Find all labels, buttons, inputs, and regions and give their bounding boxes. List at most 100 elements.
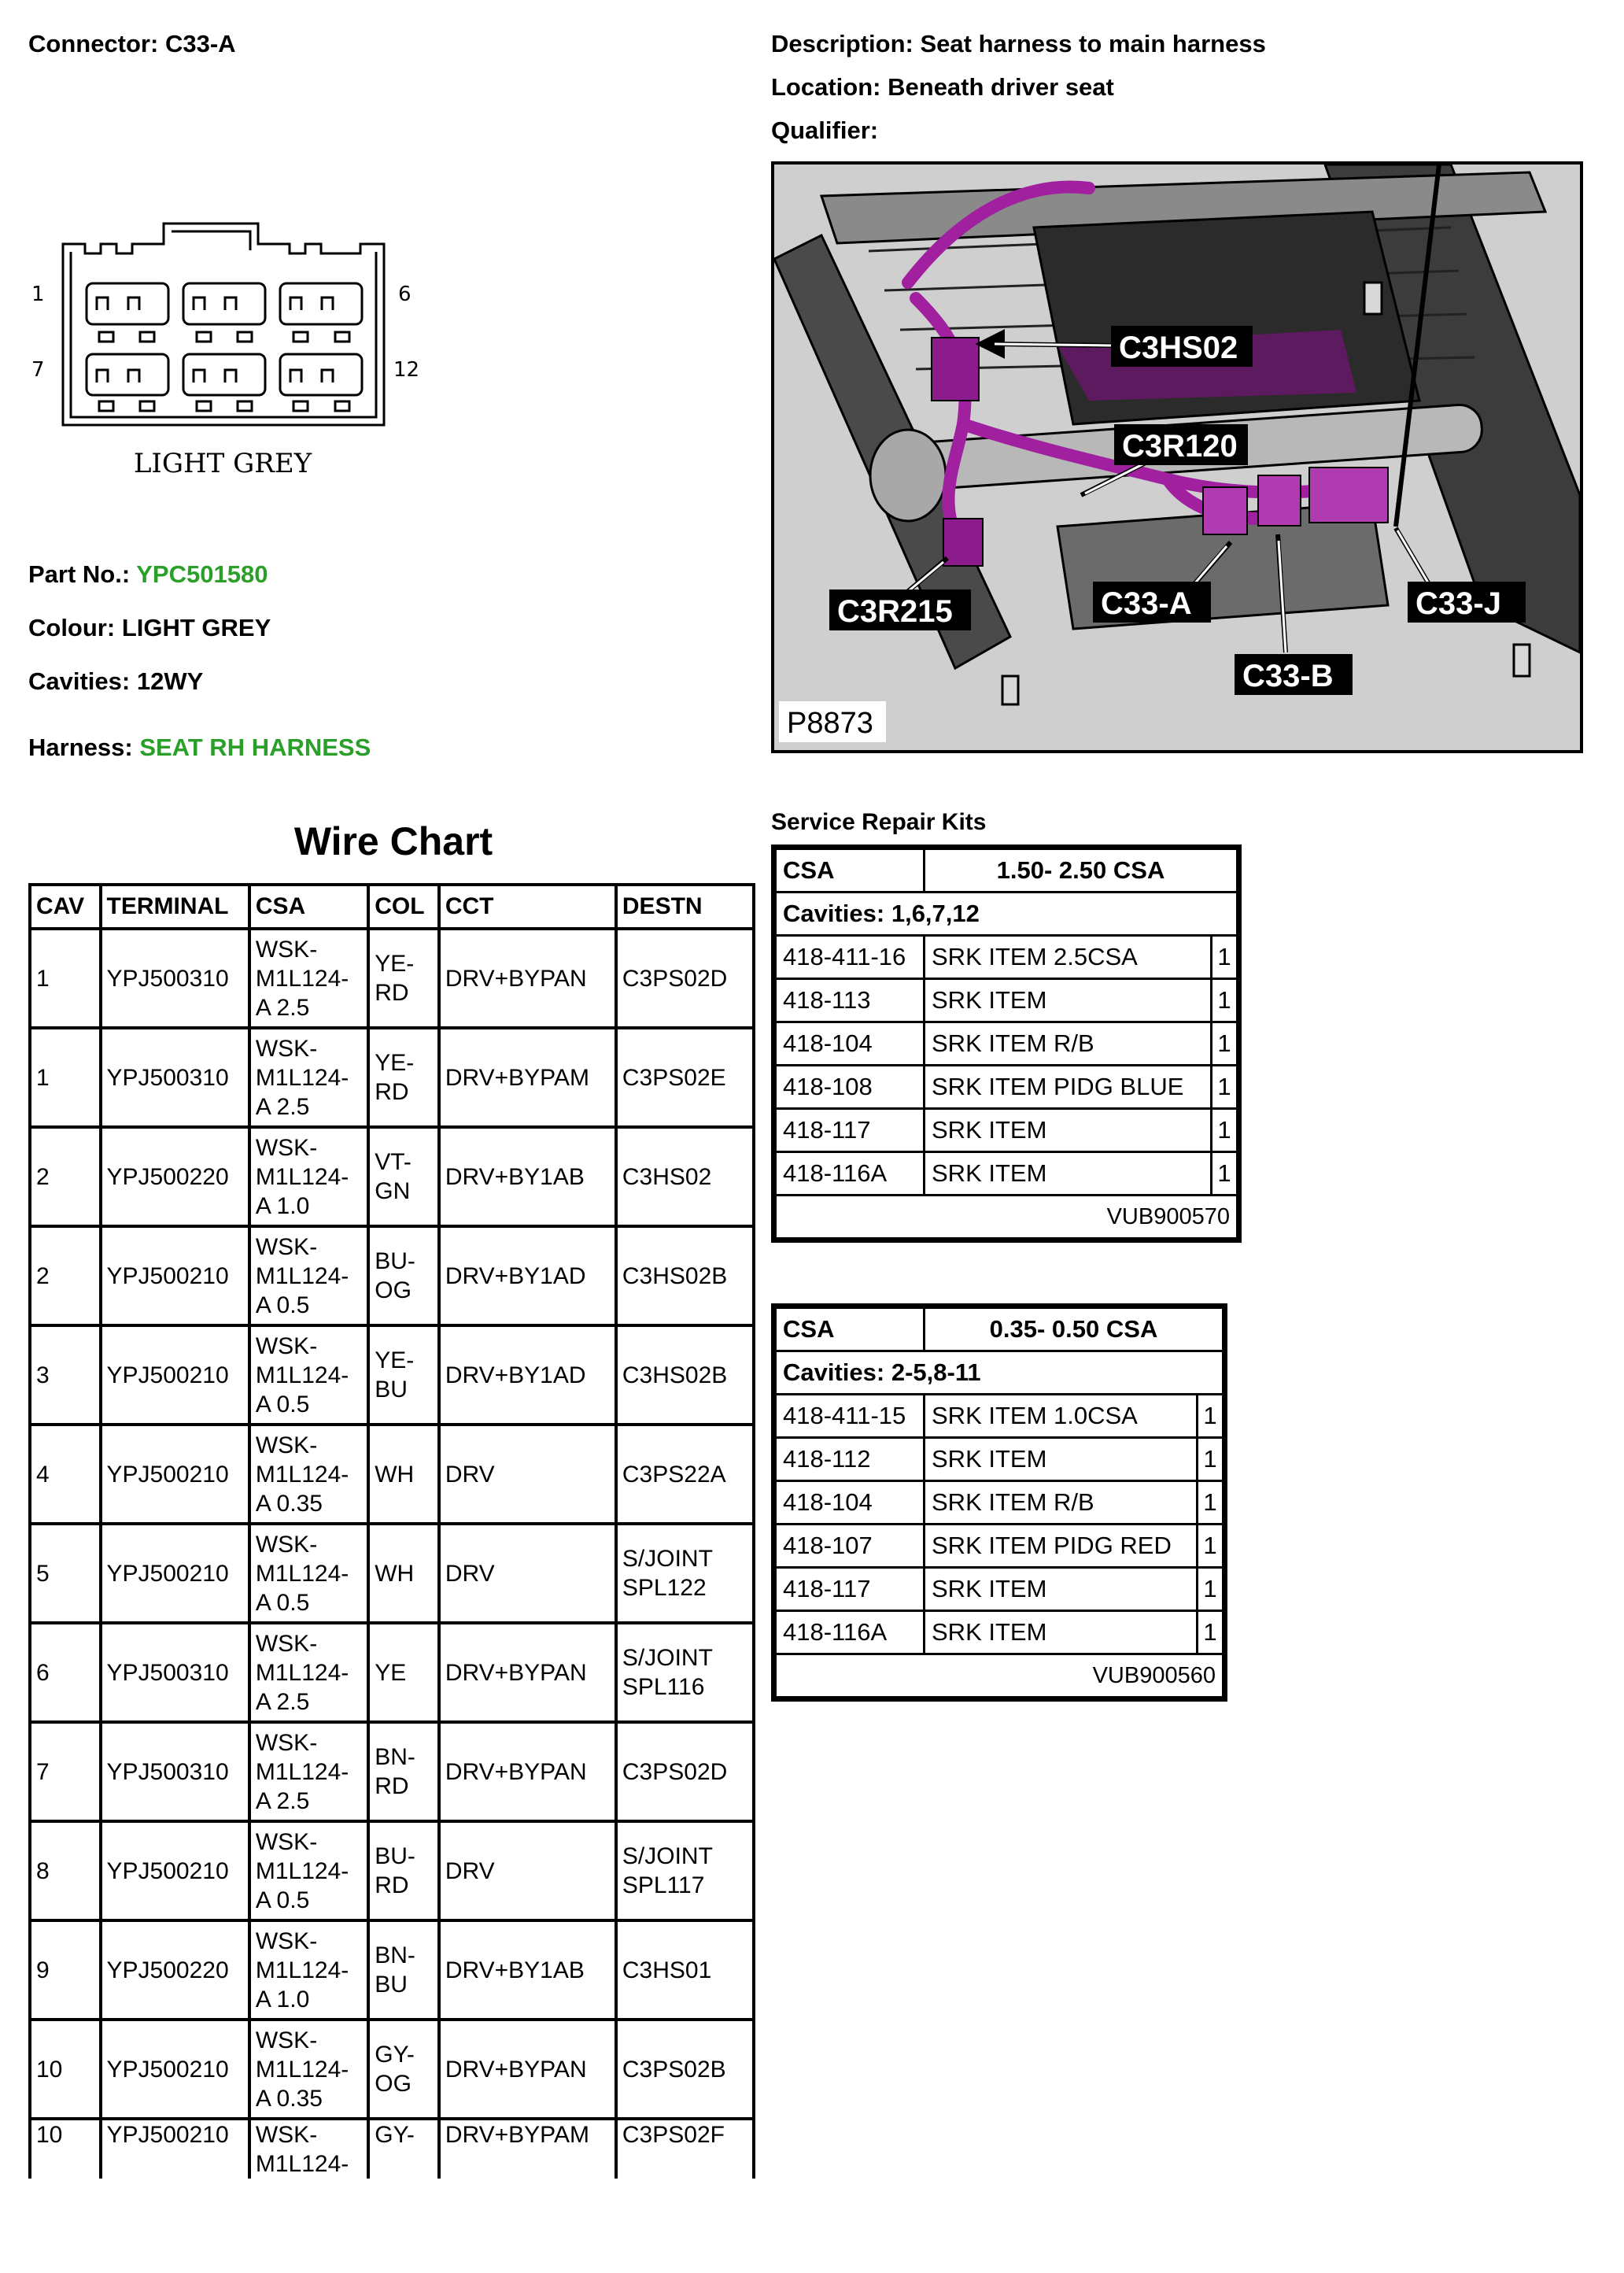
kit-cavities: Cavities: 2-5,8-11: [774, 1350, 1224, 1395]
cell-col: BN-RD: [367, 1720, 441, 1823]
cell-cav: 10: [28, 2018, 102, 2120]
cell-csa: WSK-M1L124-A 2.5: [247, 1026, 371, 1129]
cell-cav: 1: [28, 927, 102, 1029]
cell-terminal: YPJ500310: [98, 927, 251, 1029]
kit-item-code: 418-104: [774, 1021, 925, 1066]
cell-terminal: YPJ500210: [98, 2117, 251, 2179]
header-cct: CCT: [437, 883, 618, 930]
kit-item-qty: 1: [1196, 1610, 1224, 1655]
cell-cav: 1: [28, 1026, 102, 1129]
photo-reference: P8873: [787, 707, 873, 740]
part-number-row: Part No.: YPC501580: [28, 560, 268, 589]
kit-item-qty: 1: [1196, 1393, 1224, 1439]
part-number-link[interactable]: YPC501580: [136, 560, 268, 588]
cavities-row: Cavities: 12WY: [28, 667, 203, 696]
kit-csa-label: CSA: [774, 1307, 925, 1352]
cell-destn: C3PS02D: [614, 1720, 756, 1823]
cell-terminal: YPJ500210: [98, 1324, 251, 1426]
callout-c3hs02: C3HS02: [1119, 331, 1238, 365]
location-photo-illustration: C3HS02 C3R120 C3R215 C33-A C33-J C33-B P…: [774, 164, 1580, 750]
kit-item-code: 418-117: [774, 1107, 925, 1153]
cell-terminal: YPJ500310: [98, 1720, 251, 1823]
kit-item-code: 418-411-16: [774, 934, 925, 980]
part-number-label: Part No.:: [28, 560, 131, 588]
cell-cav: 3: [28, 1324, 102, 1426]
callout-c33-b: C33-B: [1242, 659, 1334, 693]
cell-csa: WSK-M1L124-A 0.35: [247, 1423, 371, 1525]
header-cav: CAV: [28, 883, 102, 930]
kit-item-code: 418-411-15: [774, 1393, 925, 1439]
cell-cav: 8: [28, 1820, 102, 1922]
location-row: Location: Beneath driver seat: [771, 73, 1114, 102]
cell-cct: DRV: [437, 1820, 618, 1922]
cell-cav: 6: [28, 1621, 102, 1724]
harness-row: Harness: SEAT RH HARNESS: [28, 734, 371, 762]
wire-chart-title: Wire Chart: [293, 819, 493, 863]
cell-destn: C3PS22A: [614, 1423, 756, 1525]
kit-csa-value: 0.35- 0.50 CSA: [923, 1307, 1224, 1352]
cell-csa: WSK-M1L124-A 0.5: [247, 1324, 371, 1426]
kit-code-row: VUB900570: [774, 1194, 1238, 1240]
kit-item-desc: SRK ITEM: [923, 1566, 1198, 1612]
pin-label-12: 12: [393, 358, 419, 382]
kit-item-qty: 1: [1210, 934, 1238, 980]
kit-item-qty: 1: [1210, 1064, 1238, 1110]
colour-label: Colour:: [28, 614, 116, 641]
cell-cav: 2: [28, 1125, 102, 1228]
cell-csa: WSK-M1L124-: [247, 2117, 371, 2179]
location-photo: C3HS02 C3R120 C3R215 C33-A C33-J C33-B P…: [771, 161, 1583, 753]
description-value: Seat harness to main harness: [920, 30, 1266, 57]
cell-col: BN-BU: [367, 1919, 441, 2021]
kit-csa-value: 1.50- 2.50 CSA: [923, 848, 1238, 893]
kit-item-qty: 1: [1196, 1436, 1224, 1482]
service-kits-title: Service Repair Kits: [771, 809, 987, 835]
kit-cavities-row: Cavities: 1,6,7,12: [774, 891, 1238, 937]
cell-destn: C3PS02F: [614, 2117, 756, 2179]
kit-code: VUB900560: [774, 1653, 1224, 1698]
kit-item-qty: 1: [1210, 1107, 1238, 1153]
kit-item-desc: SRK ITEM: [923, 1436, 1198, 1482]
cell-destn: C3HS01: [614, 1919, 756, 2021]
qualifier-row: Qualifier:: [771, 116, 878, 145]
cell-destn: C3HS02B: [614, 1225, 756, 1327]
cell-col: YE-BU: [367, 1324, 441, 1426]
kit-item-desc: SRK ITEM PIDG RED: [923, 1523, 1198, 1569]
kit-item-code: 418-112: [774, 1436, 925, 1482]
pin-label-6: 6: [398, 283, 412, 306]
harness-link[interactable]: SEAT RH HARNESS: [139, 734, 371, 761]
kit-item-qty: 1: [1196, 1480, 1224, 1525]
cell-terminal: YPJ500220: [98, 1919, 251, 2021]
cell-terminal: YPJ500220: [98, 1125, 251, 1228]
description-row: Description: Seat harness to main harnes…: [771, 30, 1266, 58]
cell-csa: WSK-M1L124-A 0.5: [247, 1225, 371, 1327]
cavities-value: 12WY: [136, 667, 204, 695]
kit-item-qty: 1: [1210, 1151, 1238, 1196]
kit-csa-label: CSA: [774, 848, 925, 893]
kit-item-code: 418-107: [774, 1523, 925, 1569]
cell-cav: 9: [28, 1919, 102, 2021]
kit-item-code: 418-113: [774, 978, 925, 1023]
cell-destn: S/JOINT SPL117: [614, 1820, 756, 1922]
connector-heading: Connector: C33-A: [28, 30, 236, 58]
cell-cct: DRV+BY1AB: [437, 1125, 618, 1228]
cavities-label: Cavities:: [28, 667, 131, 695]
